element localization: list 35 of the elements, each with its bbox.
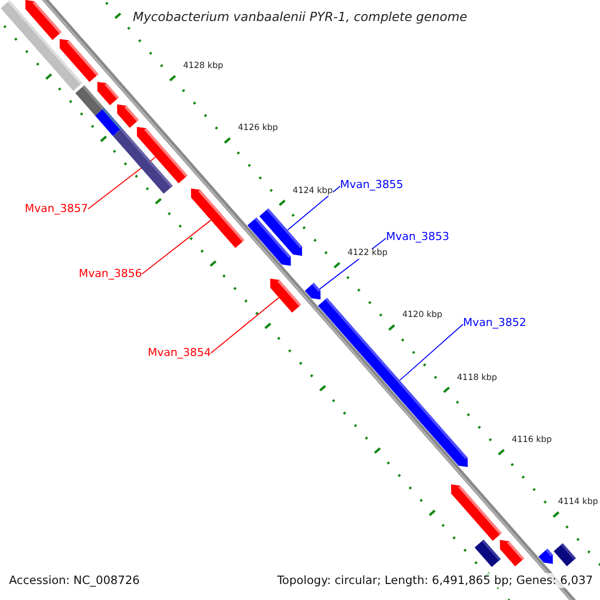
gene-feature xyxy=(191,188,244,248)
gene-feature xyxy=(136,126,188,184)
scale-label: 4118 kbp xyxy=(457,374,498,384)
leader-line xyxy=(88,156,156,210)
gene-feature xyxy=(474,540,501,568)
gene-label: Mvan_3854 xyxy=(148,346,211,360)
gene-feature xyxy=(97,82,119,106)
gene-label: Mvan_3852 xyxy=(463,316,526,330)
gene-label: Mvan_3853 xyxy=(386,230,450,244)
leader-line xyxy=(399,324,464,381)
gene-feature xyxy=(60,39,98,82)
gene-feature xyxy=(304,282,321,300)
scale-label: 4116 kbp xyxy=(512,436,552,446)
gene-label: Mvan_3857 xyxy=(24,202,88,216)
title: Mycobacterium vanbaalenii PYR-1, complete genome xyxy=(132,10,468,24)
scale-label: 4120 kbp xyxy=(402,311,442,322)
gene-feature xyxy=(538,548,553,564)
gene-label: Mvan_3856 xyxy=(78,268,142,280)
gene-feature xyxy=(500,540,524,566)
scale-label: 4114 kbp xyxy=(558,498,598,508)
gene-label: Mvan_3855 xyxy=(340,178,404,192)
gene-feature xyxy=(25,0,62,40)
scale-label: 4122 kbp xyxy=(347,249,388,259)
gene-feature xyxy=(117,104,139,128)
gene-feature xyxy=(451,484,502,541)
leader-line xyxy=(210,297,280,354)
gene-feature xyxy=(247,217,291,266)
accession-text: Accession: NC_008726 xyxy=(9,574,140,588)
scale-label: 4126 kbp xyxy=(238,124,278,134)
scale-label: 4128 kbp xyxy=(183,62,224,72)
gene-feature xyxy=(270,278,302,313)
gene-feature xyxy=(554,543,576,566)
leader-line xyxy=(142,220,212,274)
scale-label: 4124 kbp xyxy=(292,186,333,196)
leader-line xyxy=(287,186,340,231)
